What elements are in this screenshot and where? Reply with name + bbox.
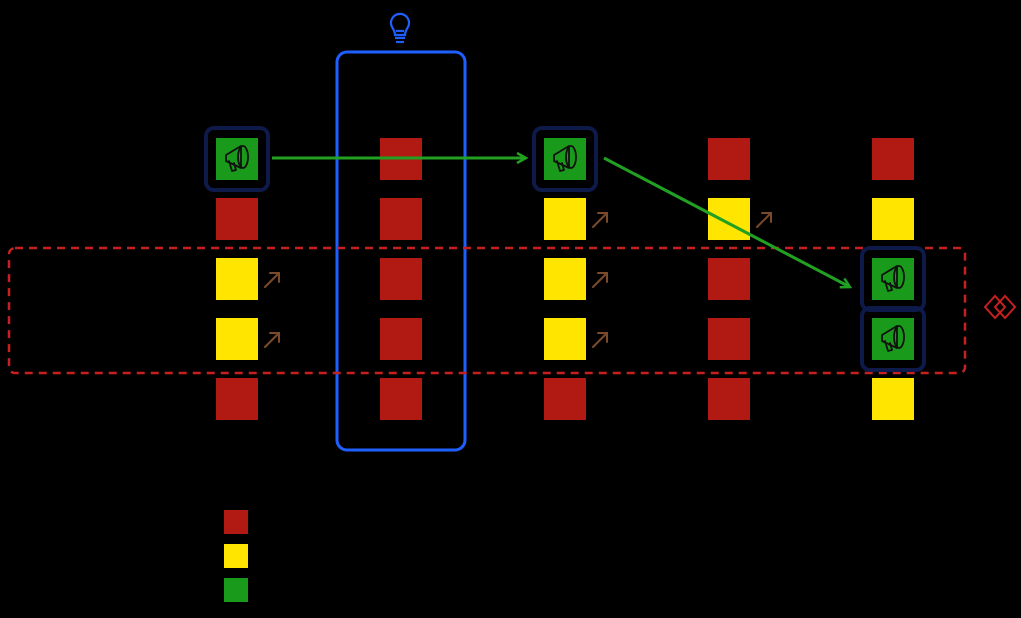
- row-band-frame: [7, 246, 967, 375]
- red-cell: [380, 258, 422, 300]
- flow-arrow-2: [603, 156, 850, 287]
- red-cell: [708, 138, 750, 180]
- up-right-arrow-icon: [592, 212, 608, 228]
- yellow-cell: [872, 198, 914, 240]
- red-cell: [380, 318, 422, 360]
- legend-swatch-yellow: [224, 544, 248, 568]
- red-cell: [380, 198, 422, 240]
- yellow-cell: [872, 378, 914, 420]
- green-cell: [872, 318, 914, 360]
- megaphone-icon: [225, 145, 249, 172]
- red-cell: [216, 378, 258, 420]
- legend-swatch-green: [224, 578, 248, 602]
- yellow-cell: [216, 318, 258, 360]
- up-right-arrow-icon: [592, 272, 608, 288]
- lightbulb-icon: [389, 12, 411, 44]
- legend-swatch-red: [224, 510, 248, 534]
- megaphone-icon: [553, 145, 577, 172]
- yellow-cell: [544, 198, 586, 240]
- green-cell: [216, 138, 258, 180]
- diamond-link-icon: [983, 294, 1017, 320]
- highlight-column-frame: [335, 50, 467, 452]
- megaphone-icon: [881, 265, 905, 292]
- red-cell: [216, 198, 258, 240]
- red-cell: [708, 378, 750, 420]
- red-cell: [708, 318, 750, 360]
- green-cell-frame: [532, 126, 598, 192]
- up-right-arrow-icon: [592, 332, 608, 348]
- green-cell: [544, 138, 586, 180]
- red-cell: [544, 378, 586, 420]
- yellow-cell: [544, 318, 586, 360]
- up-right-arrow-icon: [756, 212, 772, 228]
- yellow-cell: [216, 258, 258, 300]
- green-cell: [872, 258, 914, 300]
- red-cell: [872, 138, 914, 180]
- red-cell: [380, 378, 422, 420]
- yellow-cell: [544, 258, 586, 300]
- up-right-arrow-icon: [264, 272, 280, 288]
- megaphone-icon: [881, 325, 905, 352]
- green-cell-frame: [204, 126, 270, 192]
- up-right-arrow-icon: [264, 332, 280, 348]
- green-cell-frame: [860, 306, 926, 372]
- red-cell: [708, 258, 750, 300]
- yellow-cell: [708, 198, 750, 240]
